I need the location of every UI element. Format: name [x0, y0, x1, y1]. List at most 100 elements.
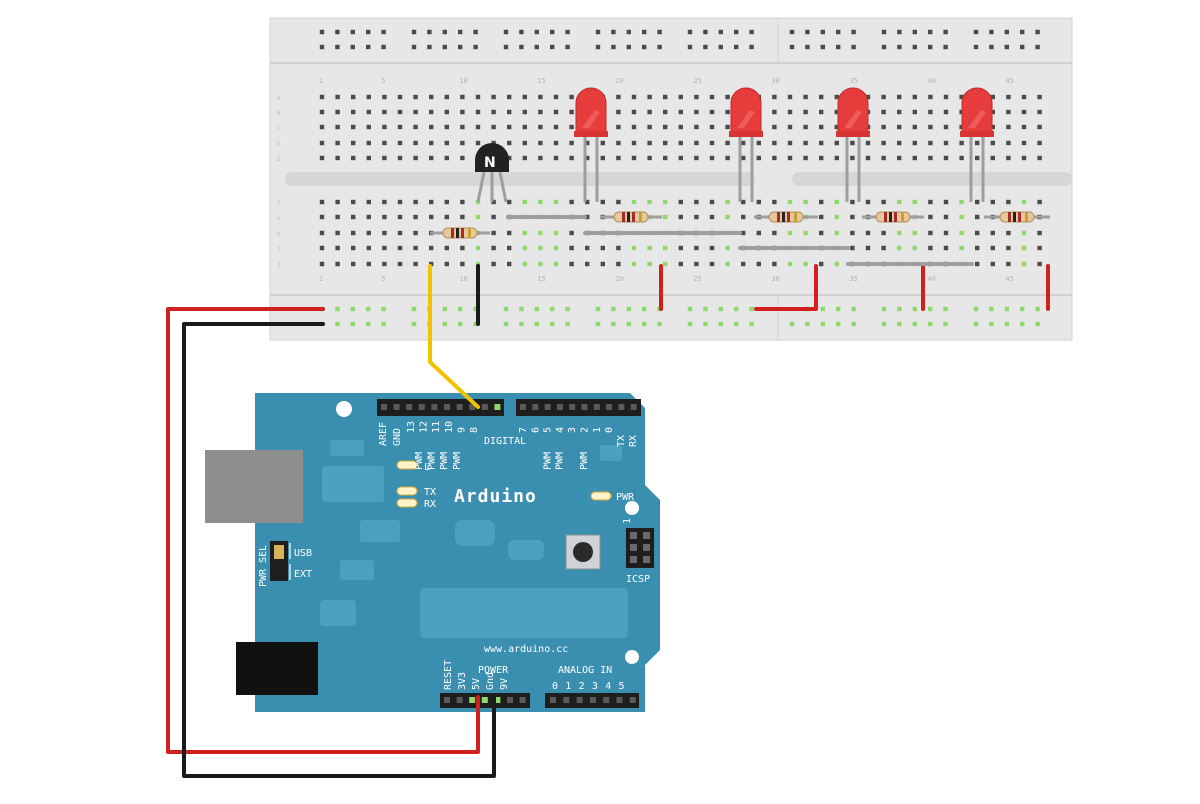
analog-pin-label: 4 — [605, 681, 611, 692]
breadboard-hole — [507, 155, 512, 161]
breadboard-hole — [335, 44, 340, 50]
breadboard-hole — [805, 29, 810, 35]
breadboard-hole — [335, 321, 340, 327]
breadboard-hole — [473, 306, 478, 312]
breadboard-hole — [897, 155, 902, 161]
resistor-band — [468, 228, 471, 238]
breadboard-hole — [749, 44, 754, 50]
breadboard-hole — [319, 230, 325, 236]
breadboard-hole — [787, 124, 793, 130]
breadboard-hole — [411, 321, 417, 327]
breadboard-hole — [657, 29, 662, 35]
digital-pin-label: 10 — [444, 421, 455, 433]
breadboard-hole — [928, 306, 933, 312]
breadboard-hole — [319, 155, 325, 161]
led-rim — [574, 131, 608, 137]
resistor-band — [889, 212, 892, 222]
breadboard-hole — [912, 230, 917, 236]
breadboard-hole — [507, 245, 512, 251]
resistor-band — [627, 212, 630, 222]
breadboard-hole — [569, 94, 574, 100]
header-pin — [576, 697, 583, 703]
ext-label: EXT — [294, 569, 312, 580]
breadboard-hole — [1037, 261, 1042, 267]
pwm-label: PWM — [414, 452, 425, 470]
breadboard-hole — [491, 94, 496, 100]
breadboard-hole — [749, 306, 754, 312]
breadboard-hole — [725, 261, 730, 267]
breadboard-hole — [787, 261, 793, 267]
breadboard-hole — [1021, 140, 1027, 146]
breadboard-hole — [569, 155, 574, 161]
resistor-band — [1018, 212, 1021, 222]
breadboard-hole — [366, 29, 371, 35]
breadboard-hole — [631, 245, 637, 251]
breadboard-hole — [429, 140, 434, 146]
breadboard-hole — [522, 109, 527, 115]
header-pin — [589, 697, 596, 703]
breadboard-hole — [709, 261, 715, 267]
breadboard-hole — [366, 214, 371, 220]
breadboard-hole — [366, 109, 371, 115]
breadboard-hole — [585, 214, 590, 220]
breadboard-hole — [444, 124, 449, 130]
breadboard-hole — [319, 109, 325, 115]
breadboard-hole — [1006, 155, 1011, 161]
breadboard-hole — [335, 124, 340, 130]
breadboard-hole — [1021, 199, 1027, 205]
breadboard-hole — [943, 230, 949, 236]
breadboard-hole — [943, 124, 949, 130]
breadboard-hole — [989, 306, 994, 312]
breadboard-hole — [460, 199, 465, 205]
breadboard-hole — [772, 199, 777, 205]
breadboard-hole — [397, 140, 403, 146]
breadboard-hole — [803, 109, 808, 115]
breadboard-hole — [366, 94, 371, 100]
column-number-bottom: 35 — [849, 275, 857, 283]
breadboard-hole — [865, 199, 871, 205]
breadboard-hole — [631, 124, 637, 130]
breadboard-hole — [616, 109, 621, 115]
analog-pin-label: 3 — [592, 681, 598, 692]
breadboard-hole — [319, 245, 325, 251]
breadboard-hole — [881, 44, 887, 50]
breadboard-hole — [351, 94, 356, 100]
breadboard-hole — [413, 140, 418, 146]
breadboard-hole — [550, 44, 555, 50]
breadboard-hole — [382, 199, 387, 205]
breadboard-hole — [473, 321, 478, 327]
breadboard-hole — [756, 140, 761, 146]
breadboard-hole — [1006, 230, 1011, 236]
breadboard-hole — [990, 245, 995, 251]
breadboard-hole — [819, 140, 824, 146]
breadboard-hole — [460, 261, 465, 267]
column-number-top: 40 — [927, 77, 935, 85]
breadboard-hole — [350, 44, 355, 50]
breadboard-hole — [585, 140, 590, 146]
wire-pin9-yellow — [428, 264, 480, 409]
breadboard-hole — [429, 245, 434, 251]
breadboard-hole — [616, 199, 621, 205]
breadboard-hole — [534, 44, 539, 50]
breadboard-hole — [741, 155, 746, 161]
breadboard-hole — [319, 214, 325, 220]
breadboard-hole — [820, 29, 825, 35]
breadboard-hole — [553, 109, 559, 115]
breadboard-hole — [631, 94, 637, 100]
column-number-bottom: 40 — [927, 275, 935, 283]
reset-button-cap — [573, 542, 593, 562]
breadboard-hole — [335, 29, 340, 35]
breadboard-hole — [687, 306, 693, 312]
breadboard-hole — [366, 261, 371, 267]
breadboard-hole — [990, 155, 995, 161]
breadboard-hole — [1006, 140, 1011, 146]
breadboard-hole — [413, 124, 418, 130]
breadboard-hole — [718, 44, 723, 50]
breadboard-hole — [413, 261, 418, 267]
breadboard-hole — [351, 155, 356, 161]
breadboard-hole — [851, 321, 856, 327]
breadboard-hole — [663, 155, 668, 161]
